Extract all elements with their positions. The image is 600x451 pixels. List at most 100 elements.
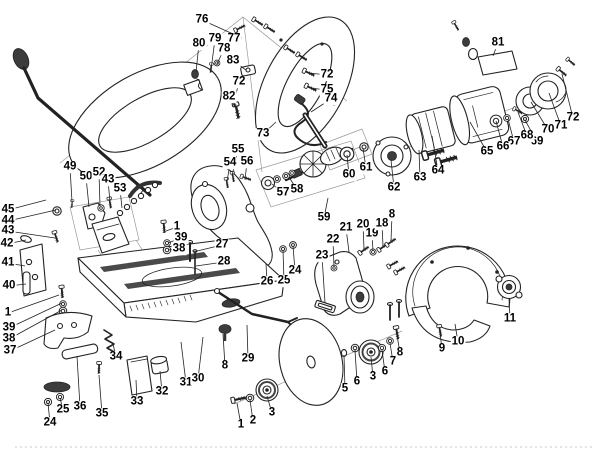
part-label-30: 30 bbox=[190, 372, 206, 385]
part-label-5: 5 bbox=[340, 382, 350, 395]
part-label-72: 72 bbox=[319, 68, 335, 81]
leader-line-43 bbox=[7, 230, 56, 239]
part-label-63: 63 bbox=[412, 171, 428, 184]
part-label-25: 25 bbox=[55, 403, 71, 416]
part-label-33: 33 bbox=[129, 395, 145, 408]
part-label-27: 27 bbox=[214, 238, 230, 251]
part-label-76: 76 bbox=[194, 13, 210, 26]
part-label-75: 75 bbox=[319, 83, 335, 96]
leader-line-31 bbox=[180, 341, 187, 384]
part-label-34: 34 bbox=[108, 350, 124, 363]
part-label-8: 8 bbox=[220, 359, 230, 372]
part-label-62: 62 bbox=[386, 181, 402, 194]
part-label-18: 18 bbox=[374, 217, 390, 230]
leader-line-23 bbox=[321, 255, 326, 304]
part-label-1: 1 bbox=[172, 220, 182, 233]
part-label-39: 39 bbox=[173, 231, 189, 244]
part-label-72: 72 bbox=[231, 75, 247, 88]
part-label-20: 20 bbox=[355, 218, 371, 231]
part-label-65: 65 bbox=[479, 145, 495, 158]
part-label-83: 83 bbox=[225, 54, 241, 67]
part-label-52: 52 bbox=[91, 166, 107, 179]
part-label-11: 11 bbox=[502, 312, 518, 325]
part-label-24: 24 bbox=[287, 264, 303, 277]
part-label-26: 26 bbox=[259, 275, 275, 288]
part-label-55: 55 bbox=[230, 143, 246, 156]
part-label-38: 38 bbox=[171, 242, 187, 255]
part-label-44: 44 bbox=[0, 214, 16, 227]
part-label-57: 57 bbox=[275, 186, 291, 199]
part-label-42: 42 bbox=[0, 237, 15, 250]
part-label-7: 7 bbox=[388, 355, 398, 368]
leader-line-37 bbox=[9, 329, 56, 352]
part-label-79: 79 bbox=[207, 32, 223, 45]
leader-line-36 bbox=[76, 355, 81, 408]
part-label-60: 60 bbox=[341, 168, 357, 181]
part-label-56: 56 bbox=[239, 155, 255, 168]
leader-line-38 bbox=[8, 309, 63, 340]
part-label-25: 25 bbox=[276, 274, 292, 287]
leader-line-72 bbox=[561, 73, 574, 119]
part-label-81: 81 bbox=[490, 36, 506, 49]
part-label-45: 45 bbox=[0, 203, 16, 216]
part-label-71: 71 bbox=[553, 119, 569, 132]
part-label-50: 50 bbox=[78, 170, 94, 183]
part-label-3: 3 bbox=[267, 406, 277, 419]
part-label-36: 36 bbox=[72, 400, 88, 413]
part-label-1: 1 bbox=[3, 306, 13, 319]
leader-line-44 bbox=[7, 209, 57, 222]
part-label-8: 8 bbox=[395, 346, 405, 359]
part-label-73: 73 bbox=[255, 127, 271, 140]
part-label-69: 69 bbox=[529, 135, 545, 148]
leader-line-49 bbox=[69, 166, 73, 203]
leader-line-30 bbox=[197, 336, 204, 380]
part-label-35: 35 bbox=[94, 407, 110, 420]
part-label-31: 31 bbox=[178, 376, 194, 389]
part-label-23: 23 bbox=[314, 249, 330, 262]
part-label-53: 53 bbox=[112, 182, 128, 195]
part-label-8: 8 bbox=[387, 208, 397, 221]
leader-line-1 bbox=[7, 294, 60, 314]
part-label-68: 68 bbox=[519, 129, 535, 142]
part-label-22: 22 bbox=[325, 233, 341, 246]
part-label-72: 72 bbox=[565, 111, 581, 124]
part-label-37: 37 bbox=[2, 344, 18, 357]
part-label-78: 78 bbox=[216, 42, 232, 55]
part-label-39: 39 bbox=[1, 321, 17, 334]
part-label-80: 80 bbox=[191, 37, 207, 50]
part-label-61: 61 bbox=[358, 161, 374, 174]
part-label-1: 1 bbox=[236, 418, 246, 431]
part-label-21: 21 bbox=[338, 221, 354, 234]
part-label-32: 32 bbox=[154, 385, 170, 398]
leader-line-64 bbox=[431, 135, 439, 172]
part-label-3: 3 bbox=[368, 370, 378, 383]
part-label-10: 10 bbox=[450, 335, 466, 348]
leader-line-35 bbox=[98, 374, 103, 415]
part-label-9: 9 bbox=[437, 342, 447, 355]
part-label-82: 82 bbox=[221, 90, 237, 103]
part-label-28: 28 bbox=[216, 255, 232, 268]
part-label-43: 43 bbox=[0, 224, 16, 237]
part-label-29: 29 bbox=[240, 352, 256, 365]
part-label-59: 59 bbox=[316, 211, 332, 224]
part-label-74: 74 bbox=[323, 92, 339, 105]
part-label-2: 2 bbox=[248, 414, 258, 427]
part-label-24: 24 bbox=[42, 416, 58, 429]
part-label-64: 64 bbox=[430, 164, 446, 177]
part-label-67: 67 bbox=[506, 135, 522, 148]
part-label-70: 70 bbox=[540, 123, 556, 136]
part-label-41: 41 bbox=[0, 256, 16, 269]
part-label-38: 38 bbox=[1, 332, 17, 345]
part-label-58: 58 bbox=[289, 183, 305, 196]
part-label-54: 54 bbox=[222, 156, 238, 169]
part-label-19: 19 bbox=[364, 227, 380, 240]
part-label-6: 6 bbox=[352, 375, 362, 388]
part-label-77: 77 bbox=[226, 32, 242, 45]
part-label-49: 49 bbox=[62, 160, 78, 173]
part-label-6: 6 bbox=[380, 365, 390, 378]
part-label-66: 66 bbox=[495, 140, 511, 153]
part-label-40: 40 bbox=[1, 279, 17, 292]
